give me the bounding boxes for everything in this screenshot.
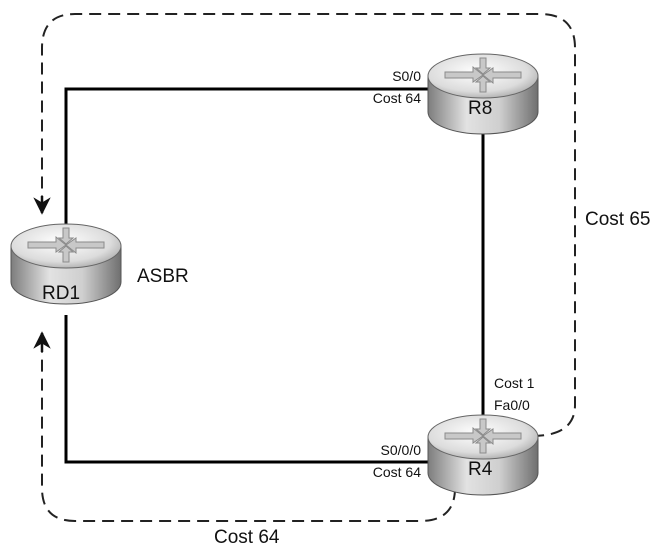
upper-path-cost-label: Cost 65 (585, 209, 651, 230)
router-rd1-label: RD1 (42, 283, 81, 304)
r8-interface-label: S0/0 (392, 68, 421, 84)
router-r4-label: R4 (468, 459, 493, 480)
router-r8-label: R8 (468, 98, 493, 119)
r4-serial-interface-label: S0/0/0 (380, 442, 421, 458)
router-rd1-role: ASBR (137, 266, 189, 287)
r8-cost-label: Cost 64 (372, 90, 421, 106)
link-rd1-r4 (64, 315, 432, 464)
r4-serial-cost-label: Cost 64 (372, 464, 421, 480)
path-lower-dashed (41, 340, 456, 522)
router-rd1 (10, 223, 122, 305)
router-arrows-icon (27, 227, 105, 263)
router-arrows-icon (444, 418, 522, 454)
r4-fast-interface-label: Fa0/0 (494, 397, 530, 413)
router-r4 (427, 414, 539, 496)
r4-fast-cost-label: Cost 1 (494, 375, 535, 391)
path-upper-dashed (41, 13, 576, 437)
router-arrows-icon (444, 57, 522, 93)
router-r8 (427, 53, 539, 135)
link-rd1-r8 (64, 87, 432, 225)
lower-path-cost-label: Cost 64 (214, 527, 280, 548)
